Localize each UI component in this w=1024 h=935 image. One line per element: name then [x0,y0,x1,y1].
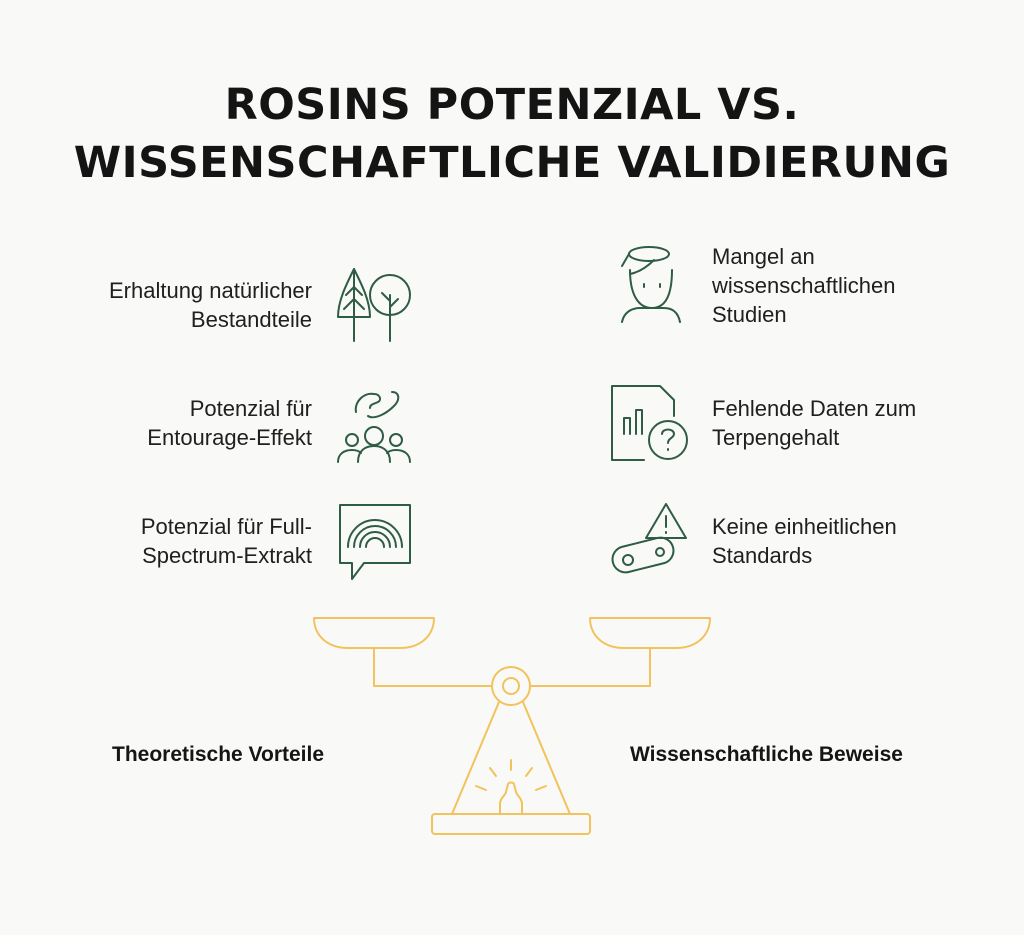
researcher-icon [614,244,696,326]
right-item-1-label: Mangel an wissenschaftlichen Studien [712,244,896,327]
right-scale-label: Wissenschaftliche Beweise [630,743,903,766]
scale-base [431,813,591,835]
right-item-2-label: Fehlende Daten zum Terpengehalt [712,396,917,450]
left-scale-pan [313,617,435,649]
warning-gear-icon [608,500,692,584]
balance-scale [300,600,720,845]
people-group-icon [334,382,414,464]
trees-icon [332,265,414,345]
title-line-1: ROSINS POTENZIAL VS. [224,80,800,130]
left-scale-label: Theoretische Vorteile [112,743,325,766]
spectrum-speech-bubble-icon [334,501,416,583]
document-question-icon [608,380,694,466]
scale-pivot-outer [491,666,531,706]
scale-stand [451,701,571,815]
scale-pivot-inner [502,677,520,695]
page-title: ROSINS POTENZIAL VS. WISSENSCHAFTLICHE V… [0,76,1024,192]
title-line-2: WISSENSCHAFTLICHE VALIDIERUNG [73,138,951,188]
left-item-2-label: Potenzial für Entourage-Effekt [147,396,312,450]
left-item-1-label: Erhaltung natürlicher Bestandteile [108,278,312,332]
right-scale-pan [589,617,711,649]
right-item-3-label: Keine einheitlichen Standards [712,514,897,568]
left-item-3-label: Potenzial für Full- Spectrum-Extrakt [140,514,312,568]
scale-beam [373,647,651,687]
